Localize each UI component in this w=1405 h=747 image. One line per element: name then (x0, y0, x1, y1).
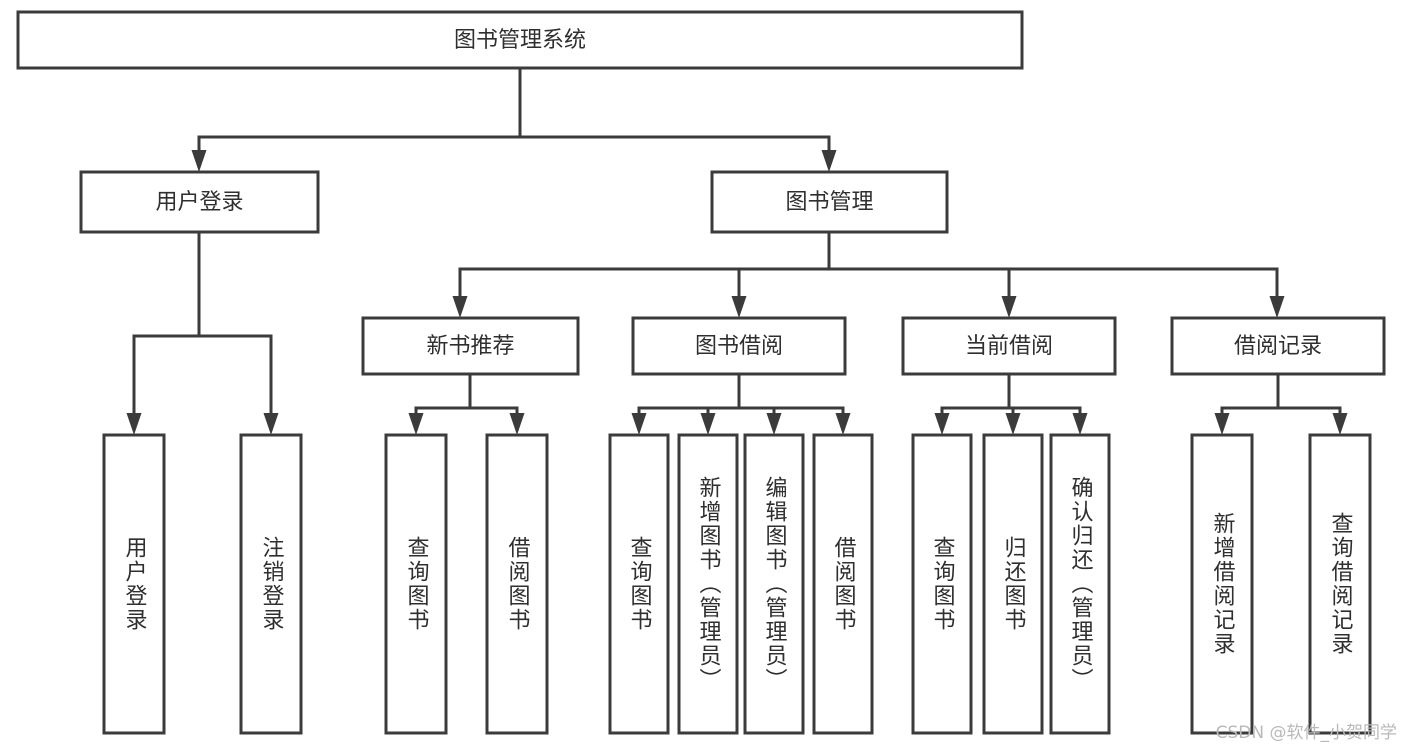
arrow-head-icon (452, 296, 468, 318)
node-box-leaf-user-logout[interactable] (239, 433, 303, 735)
arrow-head-icon (1269, 296, 1285, 318)
node-box-book-manage[interactable] (710, 170, 949, 234)
node-box-leaf-rec-add-record[interactable] (1190, 433, 1254, 735)
node-leaf-user-login[interactable] (102, 433, 166, 735)
arrow-head-icon (631, 413, 647, 435)
arrow-head-icon (821, 150, 837, 172)
node-label-new-book-rec: 新书推荐 (426, 334, 514, 359)
connector-edge-book-manage-bus (452, 230, 1285, 318)
arrow-head-icon (1005, 413, 1021, 435)
node-box-leaf-borrow-borrow-book[interactable] (812, 433, 874, 735)
arrow-head-icon (700, 413, 716, 435)
arrow-head-icon (1332, 413, 1348, 435)
node-box-current-borrow[interactable] (901, 316, 1117, 376)
node-label-current-borrow: 当前借阅 (965, 334, 1053, 359)
arrow-head-icon (408, 413, 424, 435)
node-leaf-rec-query-book[interactable] (384, 433, 448, 735)
node-box-new-book-rec[interactable] (361, 316, 580, 376)
arrow-head-icon (1001, 296, 1017, 318)
node-box-leaf-cur-confirm-return[interactable] (1049, 433, 1111, 735)
node-borrow-record[interactable] (1170, 316, 1386, 376)
node-box-leaf-rec-borrow-book[interactable] (485, 433, 549, 735)
node-leaf-borrow-add-book[interactable] (677, 433, 739, 735)
node-box-leaf-user-login[interactable] (102, 433, 166, 735)
node-box-leaf-cur-query-book[interactable] (911, 433, 973, 735)
node-book-borrow[interactable] (631, 316, 847, 376)
node-box-leaf-borrow-add-book[interactable] (677, 433, 739, 735)
node-root[interactable] (16, 10, 1024, 70)
connector-edge-root-bus (191, 66, 837, 172)
node-leaf-cur-confirm-return[interactable] (1049, 433, 1111, 735)
node-user-login[interactable] (79, 170, 320, 234)
node-label-borrow-record: 借阅记录 (1234, 334, 1322, 359)
connector-edge-new-book-rec-bus (408, 372, 525, 435)
node-label-user-login: 用户登录 (155, 190, 243, 215)
node-leaf-rec-borrow-book[interactable] (485, 433, 549, 735)
node-label-root: 图书管理系统 (454, 28, 586, 53)
node-box-leaf-rec-query-record[interactable] (1308, 433, 1372, 735)
arrow-head-icon (126, 413, 142, 435)
watermark-text: CSDN @软件_小贺同学 (1215, 723, 1397, 743)
arrow-head-icon (1214, 413, 1230, 435)
arrow-head-icon (191, 150, 207, 172)
node-box-leaf-borrow-edit-book[interactable] (743, 433, 805, 735)
arrow-head-icon (934, 413, 950, 435)
arrow-head-icon (835, 413, 851, 435)
node-leaf-borrow-edit-book[interactable] (743, 433, 805, 735)
node-box-root[interactable] (16, 10, 1024, 70)
connectors-layer (126, 66, 1348, 435)
connector-edge-current-borrow-bus (934, 372, 1088, 435)
arrow-head-icon (509, 413, 525, 435)
node-box-borrow-record[interactable] (1170, 316, 1386, 376)
connector-edge-user-login-bus (126, 230, 279, 435)
connector-edge-borrow-record-bus (1214, 372, 1348, 435)
node-new-book-rec[interactable] (361, 316, 580, 376)
node-leaf-rec-add-record[interactable] (1190, 433, 1254, 735)
node-leaf-borrow-query-book[interactable] (608, 433, 670, 735)
node-box-leaf-cur-return-book[interactable] (982, 433, 1044, 735)
node-box-leaf-rec-query-book[interactable] (384, 433, 448, 735)
node-leaf-cur-return-book[interactable] (982, 433, 1044, 735)
arrow-head-icon (731, 296, 747, 318)
node-leaf-user-logout[interactable] (239, 433, 303, 735)
node-book-manage[interactable] (710, 170, 949, 234)
node-box-book-borrow[interactable] (631, 316, 847, 376)
node-leaf-borrow-borrow-book[interactable] (812, 433, 874, 735)
node-leaf-cur-query-book[interactable] (911, 433, 973, 735)
arrow-head-icon (766, 413, 782, 435)
node-current-borrow[interactable] (901, 316, 1117, 376)
arrow-head-icon (263, 413, 279, 435)
node-label-book-borrow: 图书借阅 (695, 334, 783, 359)
node-leaf-rec-query-record[interactable] (1308, 433, 1372, 735)
node-box-user-login[interactable] (79, 170, 320, 234)
node-box-leaf-borrow-query-book[interactable] (608, 433, 670, 735)
arrow-head-icon (1072, 413, 1088, 435)
connector-edge-book-borrow-bus (631, 372, 851, 435)
node-label-book-manage: 图书管理 (785, 190, 873, 215)
